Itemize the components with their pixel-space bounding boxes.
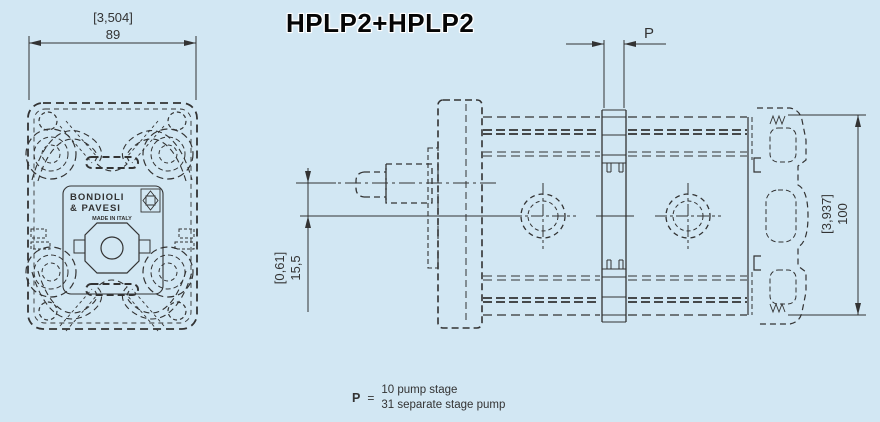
legend-equals: = xyxy=(367,391,375,405)
waist-brackets xyxy=(30,228,195,250)
port-circle-right xyxy=(655,183,721,249)
stage-width-label: P xyxy=(644,25,654,42)
shaft-offset-inches: [0,61] xyxy=(272,252,287,285)
side-height-dimension xyxy=(788,114,866,316)
legend-line-1: 10 pump stage xyxy=(381,384,458,396)
bottom-slot xyxy=(85,283,139,296)
front-width-inches: [3,504] xyxy=(93,10,133,25)
front-width-mm: 89 xyxy=(106,27,120,42)
top-slot xyxy=(85,156,139,169)
nameplate-brand-line1: BONDIOLI xyxy=(70,192,124,203)
rear-cover xyxy=(747,107,809,325)
shaft-offset-dimension xyxy=(296,168,336,312)
arrow-left xyxy=(29,40,41,46)
arrow-up xyxy=(855,115,861,127)
bearing-bosses xyxy=(25,128,194,298)
flange-outline xyxy=(27,102,198,330)
arrow-up xyxy=(305,216,311,228)
stage-width-dimension xyxy=(566,40,666,108)
tangent-hatch-lines xyxy=(59,120,165,332)
port-circle-left xyxy=(510,183,576,249)
shaft-offset-mm: 15,5 xyxy=(288,255,303,280)
side-height-mm: 100 xyxy=(835,203,850,225)
arrow-left xyxy=(624,41,636,47)
housing-web-curves xyxy=(31,130,193,320)
arrow-down xyxy=(855,303,861,315)
arrow-right xyxy=(592,41,604,47)
arrow-right xyxy=(184,40,196,46)
mounting-flange xyxy=(437,99,483,329)
side-height-inches: [3,937] xyxy=(819,194,834,234)
legend-symbol: P xyxy=(352,391,361,405)
page-title: HPLP2+HPLP2 xyxy=(286,8,475,38)
legend-line-2: 31 separate stage pump xyxy=(381,399,506,411)
nameplate-brand-line2: & PAVESI xyxy=(70,203,121,214)
corner-bolt-holes xyxy=(38,111,187,321)
nameplate-origin: MADE IN ITALY xyxy=(92,216,132,222)
side-view xyxy=(300,99,809,329)
separate-stage-section xyxy=(601,109,627,323)
flange-inner-outline xyxy=(33,108,192,324)
center-block xyxy=(62,185,164,295)
brand-logo-box xyxy=(140,188,161,213)
front-width-dimension xyxy=(28,36,197,100)
shaft-hole xyxy=(100,236,124,260)
shaft-housing-octagon xyxy=(73,222,151,274)
arrow-down xyxy=(305,171,311,183)
front-view xyxy=(25,102,198,332)
pilot-spigot xyxy=(427,147,439,269)
pump-body-lines xyxy=(483,116,747,316)
stage-legend: P = 10 pump stage 31 separate stage pump xyxy=(352,383,505,413)
